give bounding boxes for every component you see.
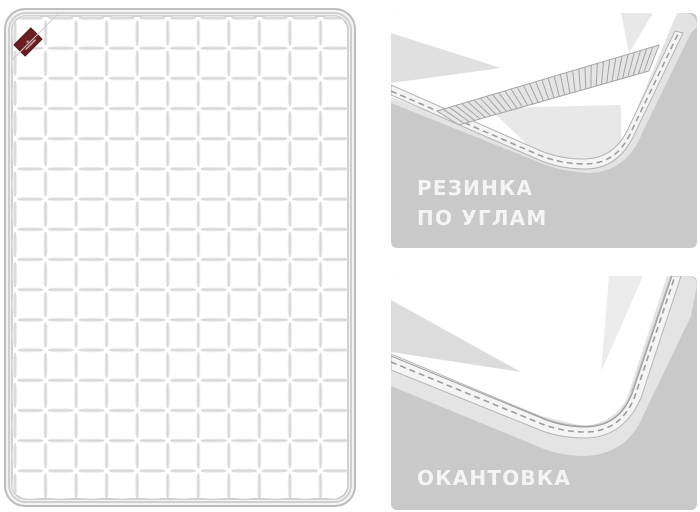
label-line-1: ОКАНТОВКА (417, 466, 572, 490)
corner-elastic-illustration (391, 13, 697, 173)
quilt-pattern (12, 16, 348, 499)
feature-panel-edging: ОКАНТОВКА (391, 276, 697, 510)
feature-panel-elastic-corners: РЕЗИНКА ПО УГЛАМ (391, 13, 697, 248)
label-line-1: РЕЗИНКА (417, 176, 534, 200)
mattress-topper-illustration: ❖ (4, 8, 356, 507)
panel-label-elastic-corners: РЕЗИНКА ПО УГЛАМ (417, 173, 547, 233)
svg-text:❖: ❖ (25, 38, 31, 44)
edging-illustration (391, 276, 697, 456)
brand-label: ❖ (13, 27, 43, 57)
panel-label-edging: ОКАНТОВКА (417, 463, 571, 493)
elastic-strap (435, 44, 660, 126)
label-line-2: ПО УГЛАМ (417, 206, 548, 230)
